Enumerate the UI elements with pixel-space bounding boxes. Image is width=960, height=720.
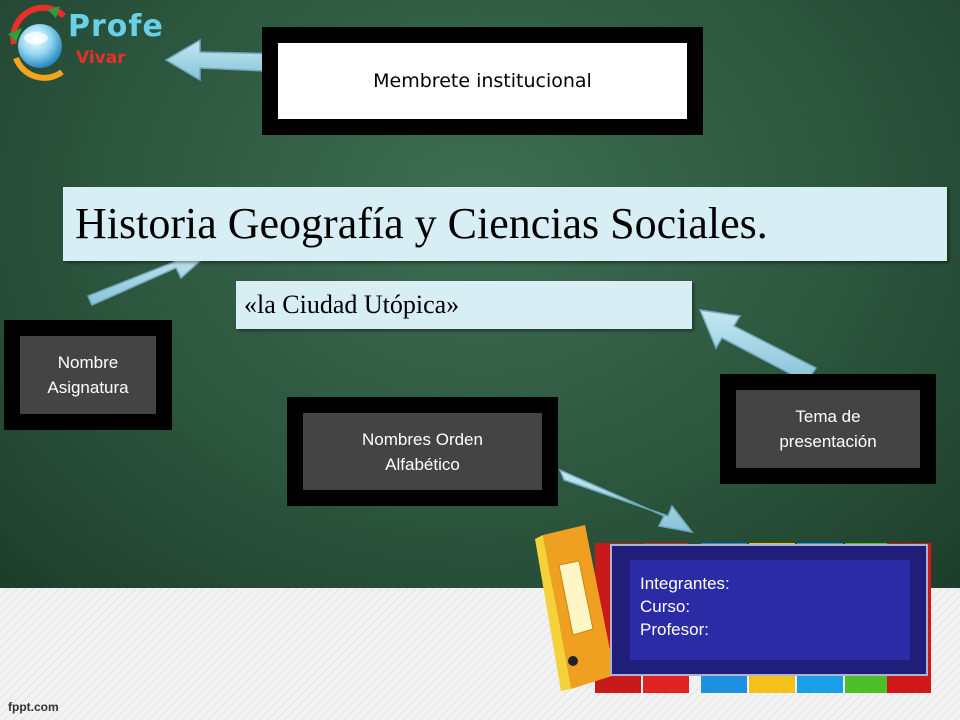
nombres-orden-box: Nombres Orden Alfabético (287, 397, 558, 506)
title-banner: Historia Geografía y Ciencias Sociales. (63, 187, 947, 261)
logo-text-vivar: Vivar (76, 48, 126, 68)
nombre-asignatura-line2: Asignatura (47, 378, 129, 397)
nombres-orden-line2: Alfabético (385, 454, 460, 474)
leaning-binder-icon (535, 525, 615, 691)
membrete-box: Membrete institucional (262, 27, 703, 135)
profe-vivar-logo: Profe Vivar (4, 4, 163, 94)
nombre-asignatura-line1: Nombre (57, 353, 119, 372)
nombres-orden-inner: Nombres Orden Alfabético (303, 413, 542, 490)
integrantes-label: Integrantes: (640, 574, 730, 593)
logo-text-profe: Profe (68, 9, 164, 44)
page-title: Historia Geografía y Ciencias Sociales. (75, 199, 768, 248)
profesor-label: Profesor: (640, 620, 709, 639)
membrete-box-inner: Membrete institucional (278, 43, 687, 119)
tema-line2: presentación (779, 432, 877, 451)
info-card-inner: Integrantes: Curso: Profesor: (630, 560, 910, 660)
curso-label: Curso: (640, 597, 691, 616)
logo-ring-icon (8, 4, 67, 81)
membrete-label: Membrete institucional (373, 69, 592, 92)
tema-line1: Tema de (795, 407, 861, 426)
nombre-asignatura-inner: Nombre Asignatura (20, 336, 156, 414)
tema-box: Tema de presentación (720, 374, 936, 484)
nombres-orden-line1: Nombres Orden (362, 429, 483, 449)
subtitle-text: «la Ciudad Utópica» (244, 290, 460, 319)
subtitle-banner: «la Ciudad Utópica» (236, 281, 692, 329)
fppt-brand: fppt.com (8, 700, 59, 714)
tema-inner: Tema de presentación (736, 390, 920, 468)
nombre-asignatura-box: Nombre Asignatura (4, 320, 172, 430)
info-card: Integrantes: Curso: Profesor: (610, 544, 928, 676)
